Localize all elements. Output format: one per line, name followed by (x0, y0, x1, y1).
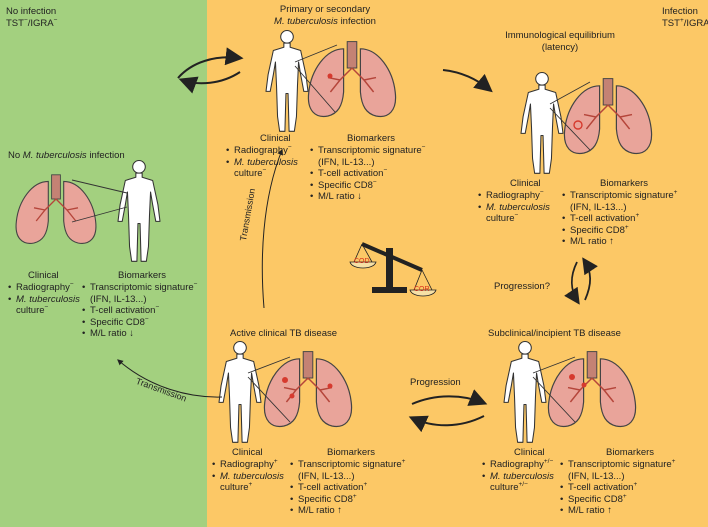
primary-body (265, 29, 309, 132)
latency-title: Immunological equilibrium (latency) (505, 30, 615, 53)
primary-biomarkers-list: Transcriptomic signature− (IFN, IL-13...… (310, 144, 425, 203)
arrow-progression-down (564, 261, 580, 305)
down-arrow-icon: ↓ (129, 328, 134, 339)
subclinical-clinical-heading: Clinical (514, 447, 545, 458)
primary-title: Primary or secondary M. tuberculosis inf… (274, 4, 376, 27)
arrow-to-latency (442, 69, 493, 93)
subclinical-clinical-list: Radiography+/− M. tuberculosis culture+/… (482, 458, 554, 494)
latency-biomarkers-heading: Biomarkers (600, 178, 649, 189)
no-infection-corner-label: No infection TST−/IGRA− (6, 6, 58, 29)
up-arrow-icon: ↑ (609, 236, 614, 247)
active-body (218, 340, 262, 443)
no-infection-connector (71, 179, 128, 223)
no-infection-biomarkers-heading: Biomarkers (118, 270, 167, 281)
no-infection-culture: M. tuberculosis (8, 294, 80, 306)
latency-clinical-heading: Clinical (510, 178, 541, 189)
arrow-progression-up (582, 257, 598, 301)
subclinical-lesion-1 (569, 374, 575, 380)
latency-lungs (563, 77, 653, 155)
primary-clinical-heading: Clinical (260, 133, 291, 144)
balance-cor-label: COR (414, 286, 430, 293)
arrow-transmission-left (117, 359, 223, 398)
no-infection-body (117, 159, 161, 262)
up-arrow-icon: ↑ (607, 505, 612, 516)
down-arrow-icon: ↓ (357, 191, 362, 202)
progression-question-label: Progression? (494, 281, 550, 292)
arrow-to-no-infection (178, 71, 241, 94)
no-infection-clinical-heading: Clinical (28, 270, 59, 281)
up-arrow-icon: ↑ (337, 505, 342, 516)
active-lesion-1 (282, 377, 288, 383)
primary-clinical-list: Radiography− M. tuberculosis culture− (226, 144, 298, 180)
subclinical-connector (532, 356, 576, 423)
no-infection-lungs (15, 174, 97, 245)
active-biomarkers-heading: Biomarkers (327, 447, 376, 458)
arrow-progression-left (408, 415, 485, 433)
subclinical-body (503, 340, 547, 443)
latency-clinical-list: Radiography− M. tuberculosis culture− (478, 189, 550, 225)
no-infection-title: No M. tuberculosis infection (8, 150, 125, 161)
balance-cod-label: COD (354, 258, 370, 265)
primary-lesion (327, 73, 333, 79)
no-infection-radiography: Radiography− (8, 281, 80, 294)
latency-biomarkers-list: Transcriptomic signature+ (IFN, IL-13...… (562, 189, 677, 248)
no-infection-zone (0, 0, 207, 527)
active-biomarkers-list: Transcriptomic signature+ (IFN, IL-13...… (290, 458, 405, 517)
balance-scale (349, 242, 437, 297)
progression-label: Progression (410, 377, 461, 388)
no-infection-biomarkers-list: Transcriptomic signature− (IFN, IL-13...… (82, 281, 197, 340)
latency-granuloma (573, 120, 583, 130)
active-lesion-2 (289, 393, 295, 399)
subclinical-lungs (547, 350, 637, 428)
infection-corner-label: Infection TST+/IGRA+ (662, 6, 708, 29)
primary-biomarkers-heading: Biomarkers (347, 133, 396, 144)
active-lungs (263, 350, 353, 428)
active-connector (247, 356, 291, 423)
subclinical-biomarkers-heading: Biomarkers (606, 447, 655, 458)
arrow-to-primary (177, 47, 244, 79)
active-clinical-heading: Clinical (232, 447, 263, 458)
subclinical-biomarkers-list: Transcriptomic signature+ (IFN, IL-13...… (560, 458, 675, 517)
latency-body (520, 71, 564, 174)
latency-connector (549, 81, 591, 151)
arrow-progression-right (411, 389, 488, 406)
active-title: Active clinical TB disease (230, 328, 338, 339)
no-infection-clinical-list: Radiography− M. tuberculosis culture− (8, 281, 80, 317)
primary-connector (294, 44, 338, 113)
active-lesion-3 (327, 383, 333, 389)
subclinical-lesion-2 (581, 382, 587, 388)
subclinical-title: Subclinical/incipient TB disease (488, 328, 621, 339)
primary-lungs (307, 40, 397, 118)
active-clinical-list: Radiography+ M. tuberculosis culture+ (212, 458, 284, 494)
